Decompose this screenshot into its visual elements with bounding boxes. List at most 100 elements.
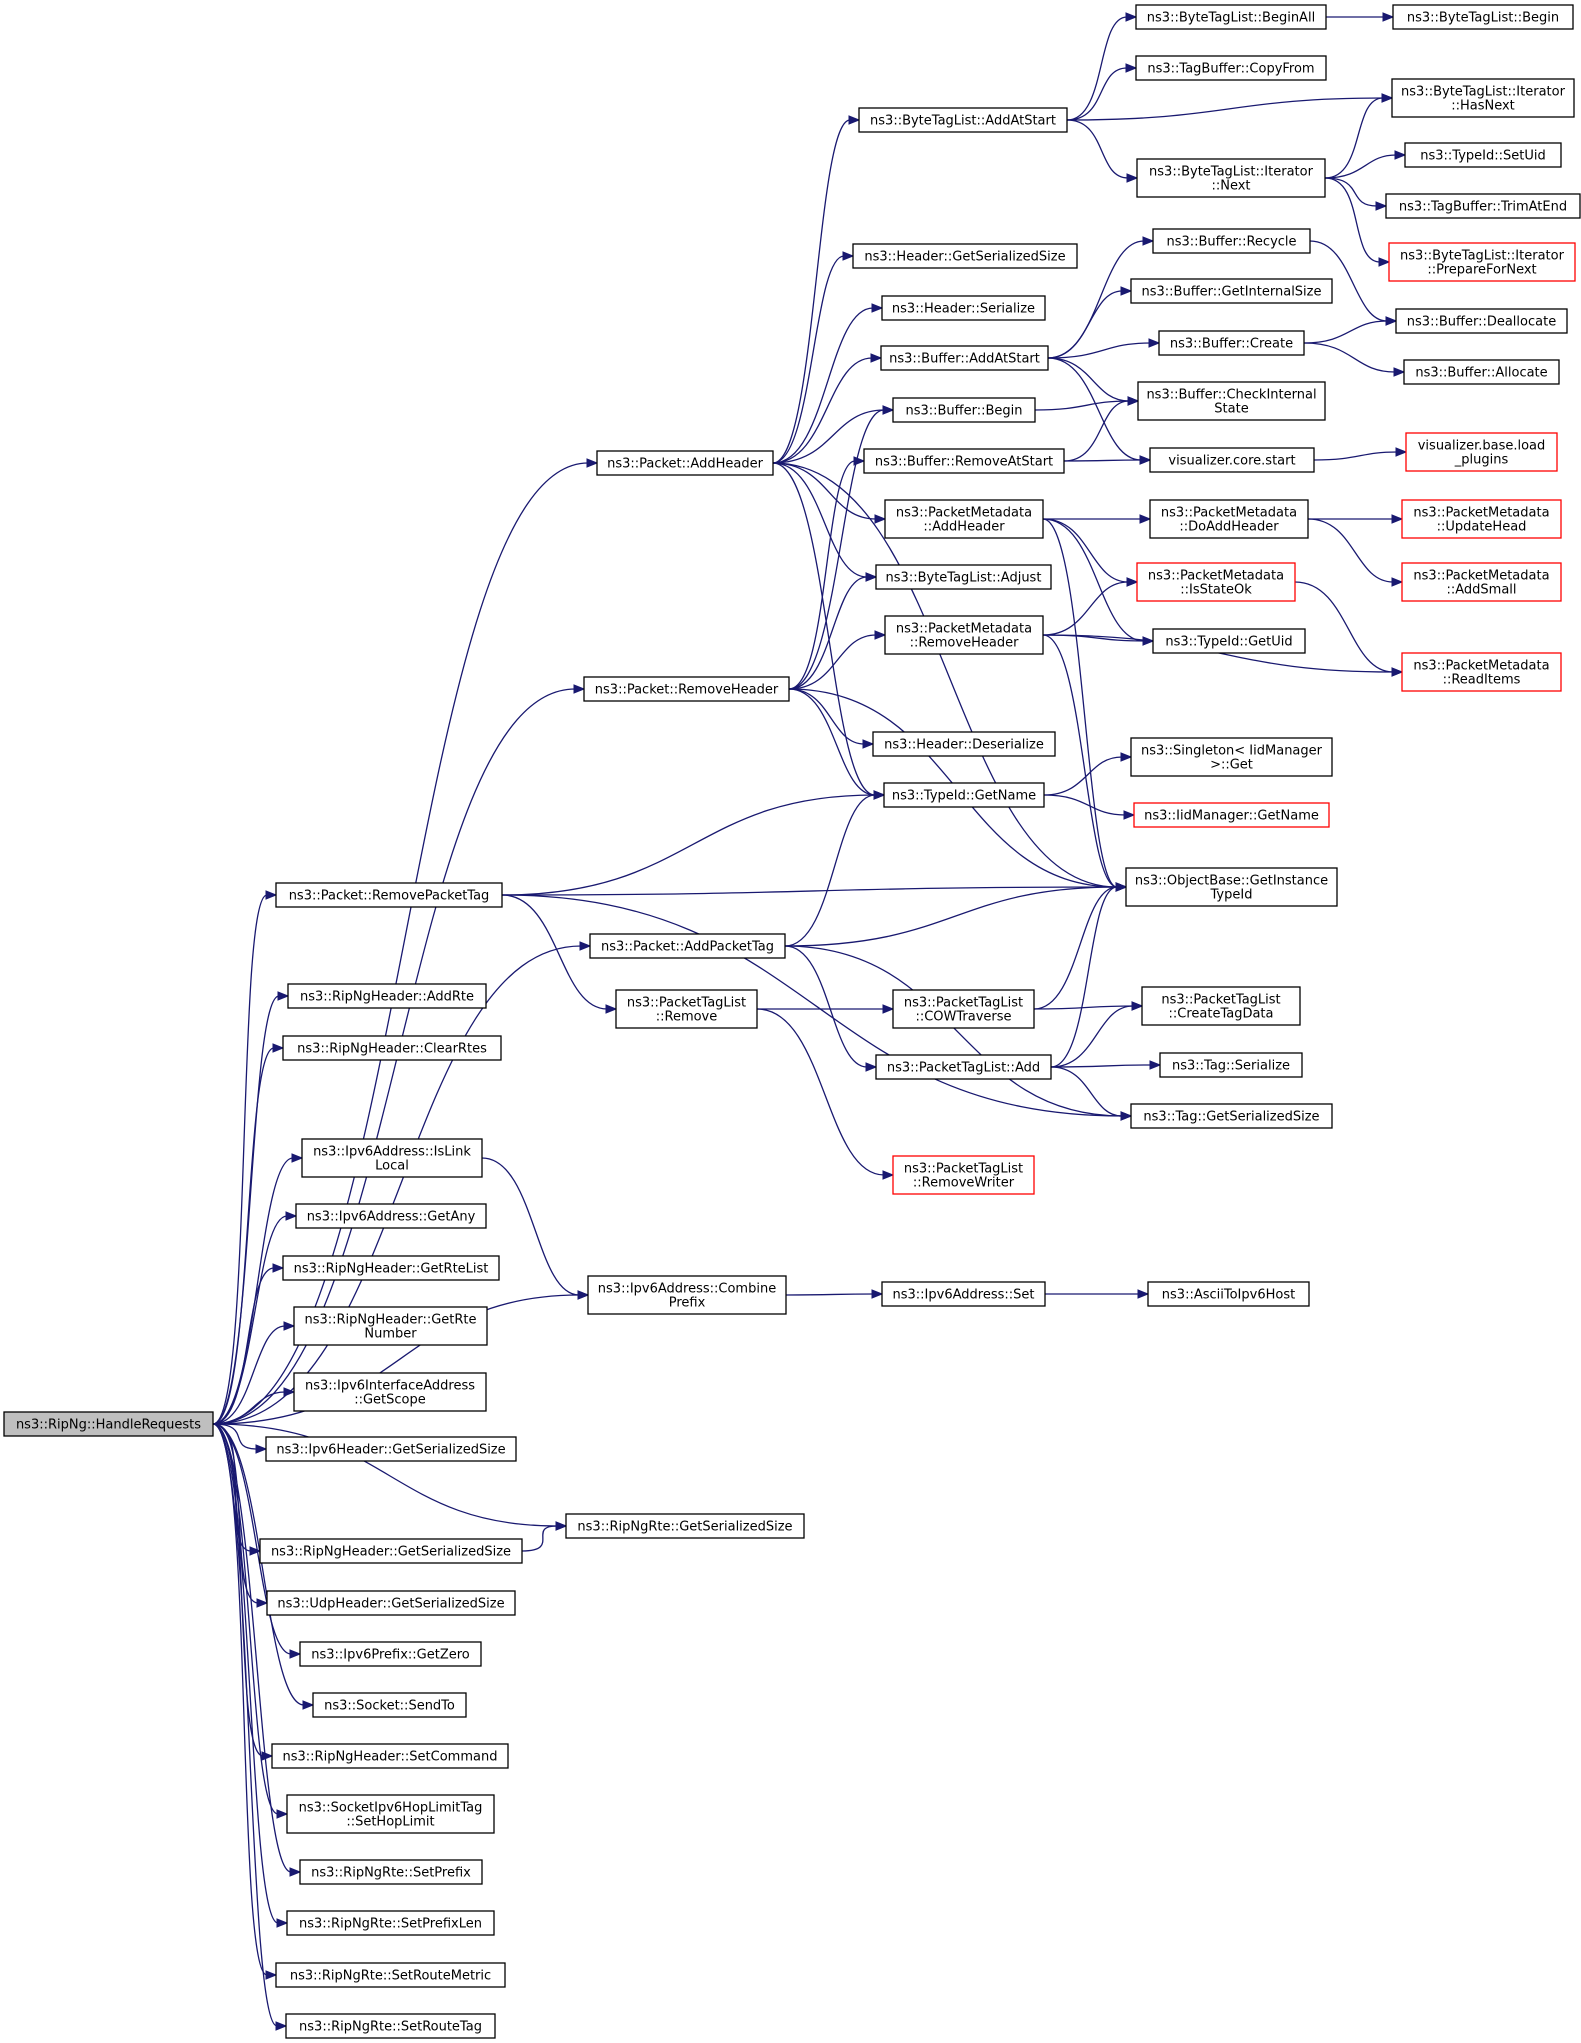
graph-node-pmAddHeader[interactable]: ns3::PacketMetadata::AddHeader xyxy=(884,499,1044,539)
graph-node-box xyxy=(299,1859,483,1885)
graph-node-pmIsStateOk[interactable]: ns3::PacketMetadata::IsStateOk xyxy=(1136,562,1296,602)
graph-node-bufBegin[interactable]: ns3::Buffer::Begin xyxy=(892,397,1036,423)
graph-node-clearRtes[interactable]: ns3::RipNgHeader::ClearRtes xyxy=(282,1035,502,1061)
graph-node-label: TypeId xyxy=(1210,888,1253,903)
graph-node-setPrefix[interactable]: ns3::RipNgRte::SetPrefix xyxy=(299,1859,483,1885)
graph-node-tagSerialize[interactable]: ns3::Tag::Serialize xyxy=(1159,1052,1303,1078)
graph-node-label: ::RemoveHeader xyxy=(910,636,1020,651)
graph-node-getScope[interactable]: ns3::Ipv6InterfaceAddress::GetScope xyxy=(293,1372,487,1412)
graph-node-bufAllocate[interactable]: ns3::Buffer::Allocate xyxy=(1403,359,1560,385)
call-edge xyxy=(788,688,876,796)
graph-node-box xyxy=(275,1962,506,1988)
graph-node-pmUpdateHead[interactable]: ns3::PacketMetadata::UpdateHead xyxy=(1401,499,1562,539)
call-edge-arrowhead xyxy=(1137,1289,1150,1299)
graph-node-btlItPrepare[interactable]: ns3::ByteTagList::Iterator::PrepareForNe… xyxy=(1388,242,1576,282)
call-edge xyxy=(1050,1066,1123,1117)
graph-node-box xyxy=(259,1538,523,1564)
graph-node-bufRecycle[interactable]: ns3::Buffer::Recycle xyxy=(1152,228,1311,254)
graph-node-typeSetUid[interactable]: ns3::TypeId::SetUid xyxy=(1404,142,1562,168)
call-edge xyxy=(212,1423,278,2027)
graph-node-typeGetUid[interactable]: ns3::TypeId::GetUid xyxy=(1152,628,1306,654)
graph-node-bufAddAtStart[interactable]: ns3::Buffer::AddAtStart xyxy=(880,345,1049,371)
graph-node-ptlCreateTagData[interactable]: ns3::PacketTagList::CreateTagData xyxy=(1141,986,1301,1026)
call-edge-arrowhead xyxy=(276,1918,289,1928)
graph-node-pmAddSmall[interactable]: ns3::PacketMetadata::AddSmall xyxy=(1401,562,1562,602)
graph-node-label: ns3::Ipv6Header::GetSerializedSize xyxy=(276,1443,505,1458)
graph-node-btlItNext[interactable]: ns3::ByteTagList::Iterator::Next xyxy=(1136,158,1326,198)
graph-node-pmDoAddHeader[interactable]: ns3::PacketMetadata::DoAddHeader xyxy=(1149,499,1309,539)
graph-node-getZero[interactable]: ns3::Ipv6Prefix::GetZero xyxy=(299,1641,482,1667)
graph-node-btlBegin[interactable]: ns3::ByteTagList::Begin xyxy=(1392,4,1574,30)
call-edge xyxy=(1066,16,1128,121)
graph-node-addPacketTag[interactable]: ns3::Packet::AddPacketTag xyxy=(589,933,786,959)
graph-node-root[interactable]: ns3::RipNg::HandleRequests xyxy=(3,1411,214,1437)
graph-node-tagSerSize[interactable]: ns3::Tag::GetSerializedSize xyxy=(1130,1103,1333,1129)
graph-node-sendTo[interactable]: ns3::Socket::SendTo xyxy=(312,1692,467,1718)
graph-node-ripRteSize[interactable]: ns3::RipNgRte::GetSerializedSize xyxy=(565,1513,805,1539)
graph-node-btlItHasNext[interactable]: ns3::ByteTagList::Iterator::HasNext xyxy=(1391,78,1575,118)
graph-node-label: ns3::PacketTagList xyxy=(627,996,746,1011)
graph-node-label: ns3::Ipv6Address::Set xyxy=(893,1288,1035,1303)
graph-node-ipv6HdrSize[interactable]: ns3::Ipv6Header::GetSerializedSize xyxy=(265,1436,517,1462)
call-edge xyxy=(1066,119,1129,179)
graph-node-box xyxy=(1159,1052,1303,1078)
graph-node-setCommand[interactable]: ns3::RipNgHeader::SetCommand xyxy=(271,1743,509,1769)
graph-node-addRte[interactable]: ns3::RipNgHeader::AddRte xyxy=(287,983,487,1009)
graph-node-getAny[interactable]: ns3::Ipv6Address::GetAny xyxy=(295,1203,487,1229)
graph-node-vizLoadPlugins[interactable]: visualizer.base.load_plugins xyxy=(1405,432,1558,472)
graph-node-label: ns3::TypeId::GetName xyxy=(892,789,1036,804)
graph-node-getRteList[interactable]: ns3::RipNgHeader::GetRteList xyxy=(282,1255,500,1281)
graph-node-vizCoreStart[interactable]: visualizer.core.start xyxy=(1149,447,1315,473)
graph-node-pmRemoveHeader[interactable]: ns3::PacketMetadata::RemoveHeader xyxy=(884,615,1044,655)
graph-node-ptlAdd[interactable]: ns3::PacketTagList::Add xyxy=(875,1054,1052,1080)
graph-node-tbTrimAtEnd[interactable]: ns3::TagBuffer::TrimAtEnd xyxy=(1385,193,1581,219)
graph-node-setPrefixLen[interactable]: ns3::RipNgRte::SetPrefixLen xyxy=(286,1910,495,1936)
graph-node-label: ns3::TagBuffer::CopyFrom xyxy=(1147,62,1314,77)
graph-node-removeHeader[interactable]: ns3::Packet::RemoveHeader xyxy=(583,676,790,702)
graph-node-singletonGet[interactable]: ns3::Singleton< IidManager>::Get xyxy=(1130,737,1333,777)
call-edge xyxy=(1303,342,1396,373)
graph-node-bufDeallocate[interactable]: ns3::Buffer::Deallocate xyxy=(1395,308,1568,334)
graph-node-removePacketTag[interactable]: ns3::Packet::RemovePacketTag xyxy=(275,882,503,908)
graph-node-ptlRemove[interactable]: ns3::PacketTagList::Remove xyxy=(615,989,758,1029)
graph-node-setHopLimit[interactable]: ns3::SocketIpv6HopLimitTag::SetHopLimit xyxy=(286,1794,495,1834)
graph-node-label: _plugins xyxy=(1454,453,1509,468)
graph-node-asciiToIpv6[interactable]: ns3::AsciiToIpv6Host xyxy=(1147,1281,1310,1307)
graph-node-addHeader[interactable]: ns3::Packet::AddHeader xyxy=(596,450,774,476)
graph-node-setRouteMetric[interactable]: ns3::RipNgRte::SetRouteMetric xyxy=(275,1962,506,1988)
graph-node-hdrSerialize[interactable]: ns3::Header::Serialize xyxy=(881,295,1046,321)
graph-node-ripHdrSize[interactable]: ns3::RipNgHeader::GetSerializedSize xyxy=(259,1538,523,1564)
call-edge xyxy=(772,357,873,464)
graph-node-btlAddAtStart[interactable]: ns3::ByteTagList::AddAtStart xyxy=(858,107,1068,133)
graph-node-box xyxy=(287,983,487,1009)
graph-node-label: ::AddSmall xyxy=(1446,583,1516,598)
graph-node-btlAdjust[interactable]: ns3::ByteTagList::Adjust xyxy=(875,564,1052,590)
graph-node-hdrSerSize[interactable]: ns3::Header::GetSerializedSize xyxy=(852,243,1078,269)
graph-node-box xyxy=(1136,562,1296,602)
graph-node-typeGetName[interactable]: ns3::TypeId::GetName xyxy=(883,782,1045,808)
graph-node-ptlCow[interactable]: ns3::PacketTagList::COWTraverse xyxy=(892,989,1035,1029)
graph-node-bufCreate[interactable]: ns3::Buffer::Create xyxy=(1158,330,1305,356)
graph-node-btlBeginAll[interactable]: ns3::ByteTagList::BeginAll xyxy=(1135,4,1327,30)
graph-node-iidGetName[interactable]: ns3::IidManager::GetName xyxy=(1133,802,1330,828)
graph-node-box xyxy=(299,1641,482,1667)
call-edge-arrowhead xyxy=(256,1598,269,1608)
graph-node-pmReadItems[interactable]: ns3::PacketMetadata::ReadItems xyxy=(1401,652,1562,692)
graph-node-bufRemoveAtStart[interactable]: ns3::Buffer::RemoveAtStart xyxy=(863,448,1065,474)
graph-node-udpHdrSize[interactable]: ns3::UdpHeader::GetSerializedSize xyxy=(266,1590,516,1616)
graph-node-bufGetInternalSize[interactable]: ns3::Buffer::GetInternalSize xyxy=(1130,278,1333,304)
graph-node-setRouteTag[interactable]: ns3::RipNgRte::SetRouteTag xyxy=(285,2013,496,2039)
call-edge xyxy=(1324,154,1397,179)
call-edge-arrowhead xyxy=(291,1153,304,1163)
graph-node-hdrDeserialize[interactable]: ns3::Header::Deserialize xyxy=(872,731,1056,757)
call-edge xyxy=(788,688,865,745)
graph-node-ptlRemoveWriter[interactable]: ns3::PacketTagList::RemoveWriter xyxy=(892,1155,1035,1195)
graph-node-ipv6Set[interactable]: ns3::Ipv6Address::Set xyxy=(881,1281,1046,1307)
graph-node-tbCopyFrom[interactable]: ns3::TagBuffer::CopyFrom xyxy=(1135,55,1327,81)
graph-node-box xyxy=(293,1372,487,1412)
